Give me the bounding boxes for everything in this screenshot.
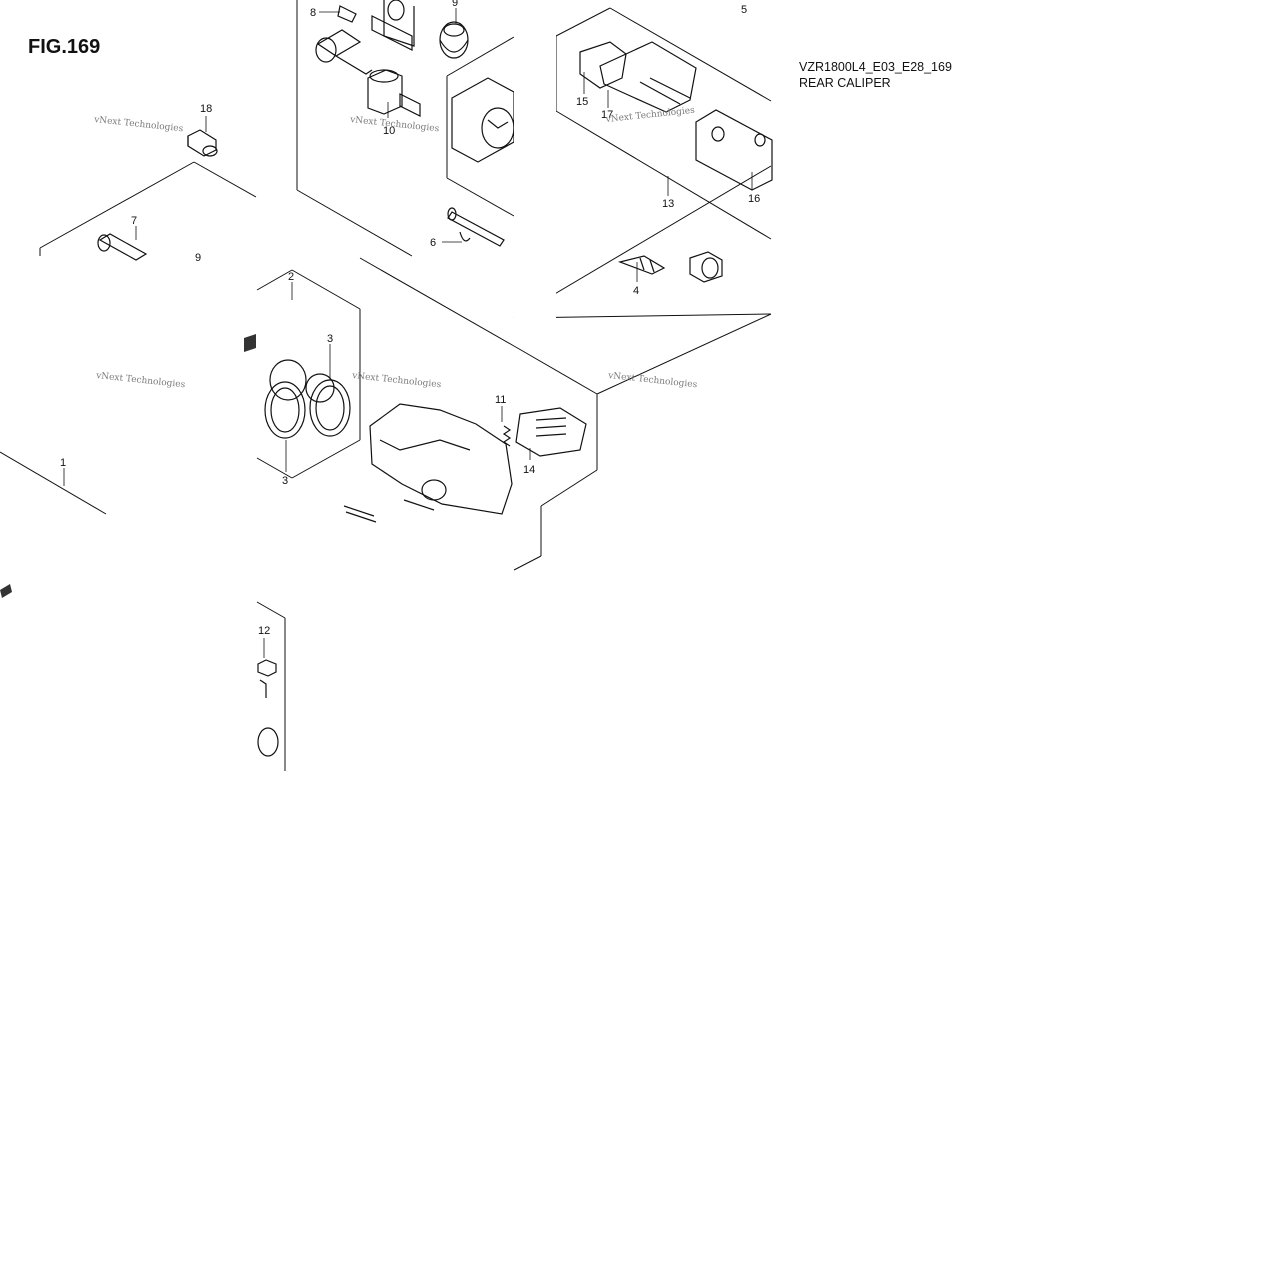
piston-seal-drawing	[264, 359, 351, 439]
left-subassembly-outline	[39, 161, 257, 256]
callout-12: 12	[258, 625, 270, 637]
figure-code: VZR1800L4_E03_E28_169	[799, 60, 952, 74]
callout-15: 15	[576, 96, 588, 108]
slide-pin-8-drawing	[315, 5, 373, 75]
arrow-marker-icon	[0, 584, 12, 598]
pad-spring-14-drawing	[515, 407, 587, 457]
direction-markers	[0, 334, 256, 598]
callout-14: 14	[523, 464, 535, 476]
pin-6-drawing	[447, 207, 505, 247]
callout-17: 17	[601, 109, 613, 121]
watermark-text: vNext Technologies	[604, 106, 695, 125]
watermark-text: vNext Technologies	[607, 371, 698, 390]
callout-9-top: 9	[452, 0, 458, 9]
pad-16-drawing	[695, 109, 773, 191]
callout-13: 13	[662, 198, 674, 210]
boot-10-drawing	[367, 69, 421, 117]
callout-4: 4	[633, 285, 639, 297]
callout-1: 1	[60, 457, 66, 469]
slide-pin-box-outline	[296, 0, 413, 257]
callout-labels: 1 2 3 3 4 5 6 7 8 9 9 10 11 12 13 14 15 …	[60, 0, 760, 637]
figure-name: REAR CALIPER	[799, 76, 891, 90]
pad-17-drawing	[599, 41, 697, 113]
callout-3-bottom: 3	[282, 475, 288, 487]
watermarks: vNext Technologies vNext Technologies vN…	[93, 106, 698, 391]
front-marker-icon	[244, 334, 256, 352]
callout-5: 5	[741, 4, 747, 16]
callout-10: 10	[383, 125, 395, 137]
callout-7: 7	[131, 215, 137, 227]
spring-11-drawing	[502, 425, 512, 447]
watermark-text: vNext Technologies	[93, 115, 184, 134]
piston-box-outline	[446, 36, 515, 217]
pin-7-drawing	[97, 233, 148, 261]
bolt-18-drawing	[187, 129, 218, 157]
callout-6: 6	[430, 237, 436, 249]
watermark-text: vNext Technologies	[95, 371, 186, 390]
main-assembly-outline	[359, 165, 772, 571]
seal-box-outline	[256, 269, 361, 479]
pad-15-drawing	[579, 41, 627, 89]
callout-9-lower: 9	[195, 252, 201, 264]
piston-drawing	[451, 77, 515, 163]
callout-3-top: 3	[327, 333, 333, 345]
sleeve-drawing	[689, 251, 723, 283]
callout-11: 11	[495, 394, 506, 406]
boot-9-drawing	[439, 21, 469, 59]
slide-pin-large-drawing	[371, 0, 415, 51]
watermark-text: vNext Technologies	[351, 371, 442, 390]
lower-left-guide-line	[0, 451, 107, 515]
callout-18: 18	[200, 103, 212, 115]
figure-title: FIG.169	[28, 36, 101, 58]
callout-8: 8	[310, 7, 316, 19]
bleeder-box-outline	[256, 601, 286, 771]
callout-2: 2	[288, 271, 294, 283]
figure-reference: VZR1800L4_E03_E28_169 REAR CALIPER	[799, 59, 952, 91]
callout-16: 16	[748, 193, 760, 205]
bleeder-12-drawing	[257, 659, 279, 757]
caliper-body-drawing	[343, 403, 513, 523]
spring-4-drawing	[617, 255, 666, 275]
